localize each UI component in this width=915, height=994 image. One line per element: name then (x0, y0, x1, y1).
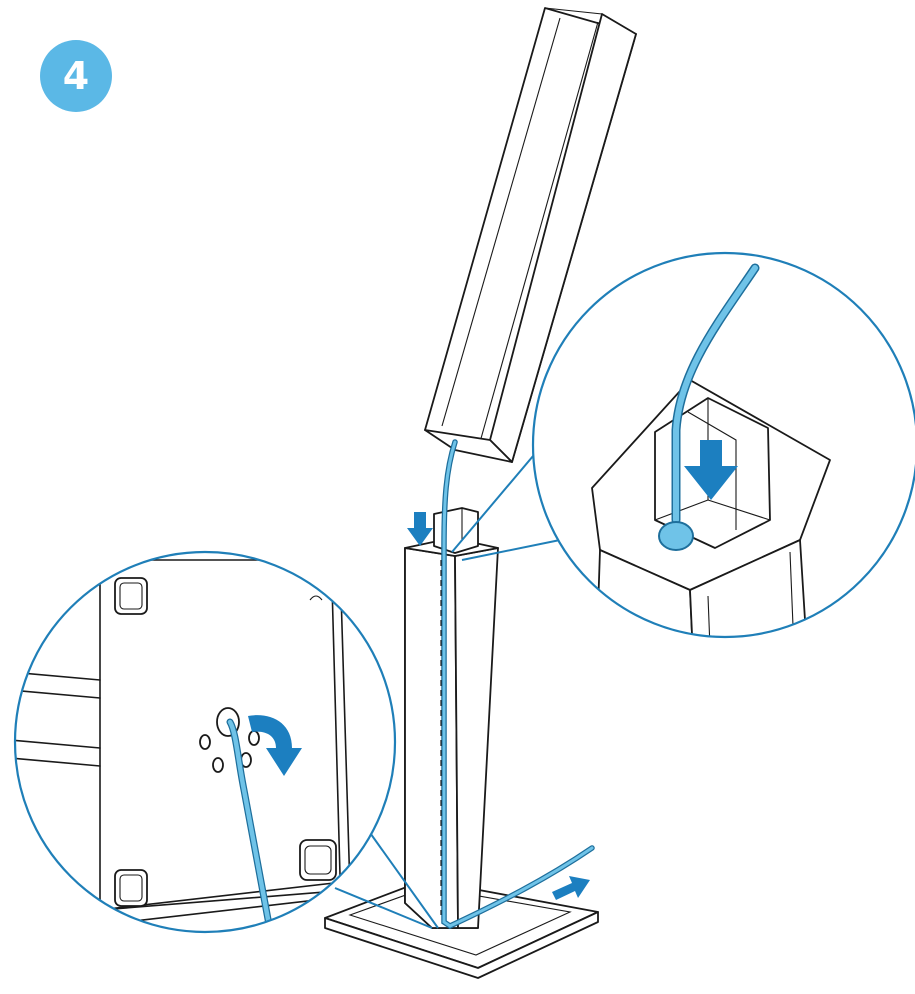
speaker-cable (440, 439, 595, 930)
down-arrow-icon (684, 440, 738, 500)
down-arrow-icon (407, 512, 433, 546)
curved-arrow-icon (248, 715, 302, 776)
detail-callout-top (531, 251, 915, 639)
callout-ring-bottom (13, 550, 397, 934)
step-number: 4 (62, 54, 90, 98)
detail-callout-bottom (13, 550, 397, 934)
callout-connector-left (334, 829, 439, 929)
stand-pillar (404, 507, 499, 929)
right-arrow-icon (552, 876, 590, 900)
speaker-body (424, 7, 637, 463)
callout-ring-top (531, 251, 915, 639)
step-number-badge: 4 (40, 40, 112, 112)
